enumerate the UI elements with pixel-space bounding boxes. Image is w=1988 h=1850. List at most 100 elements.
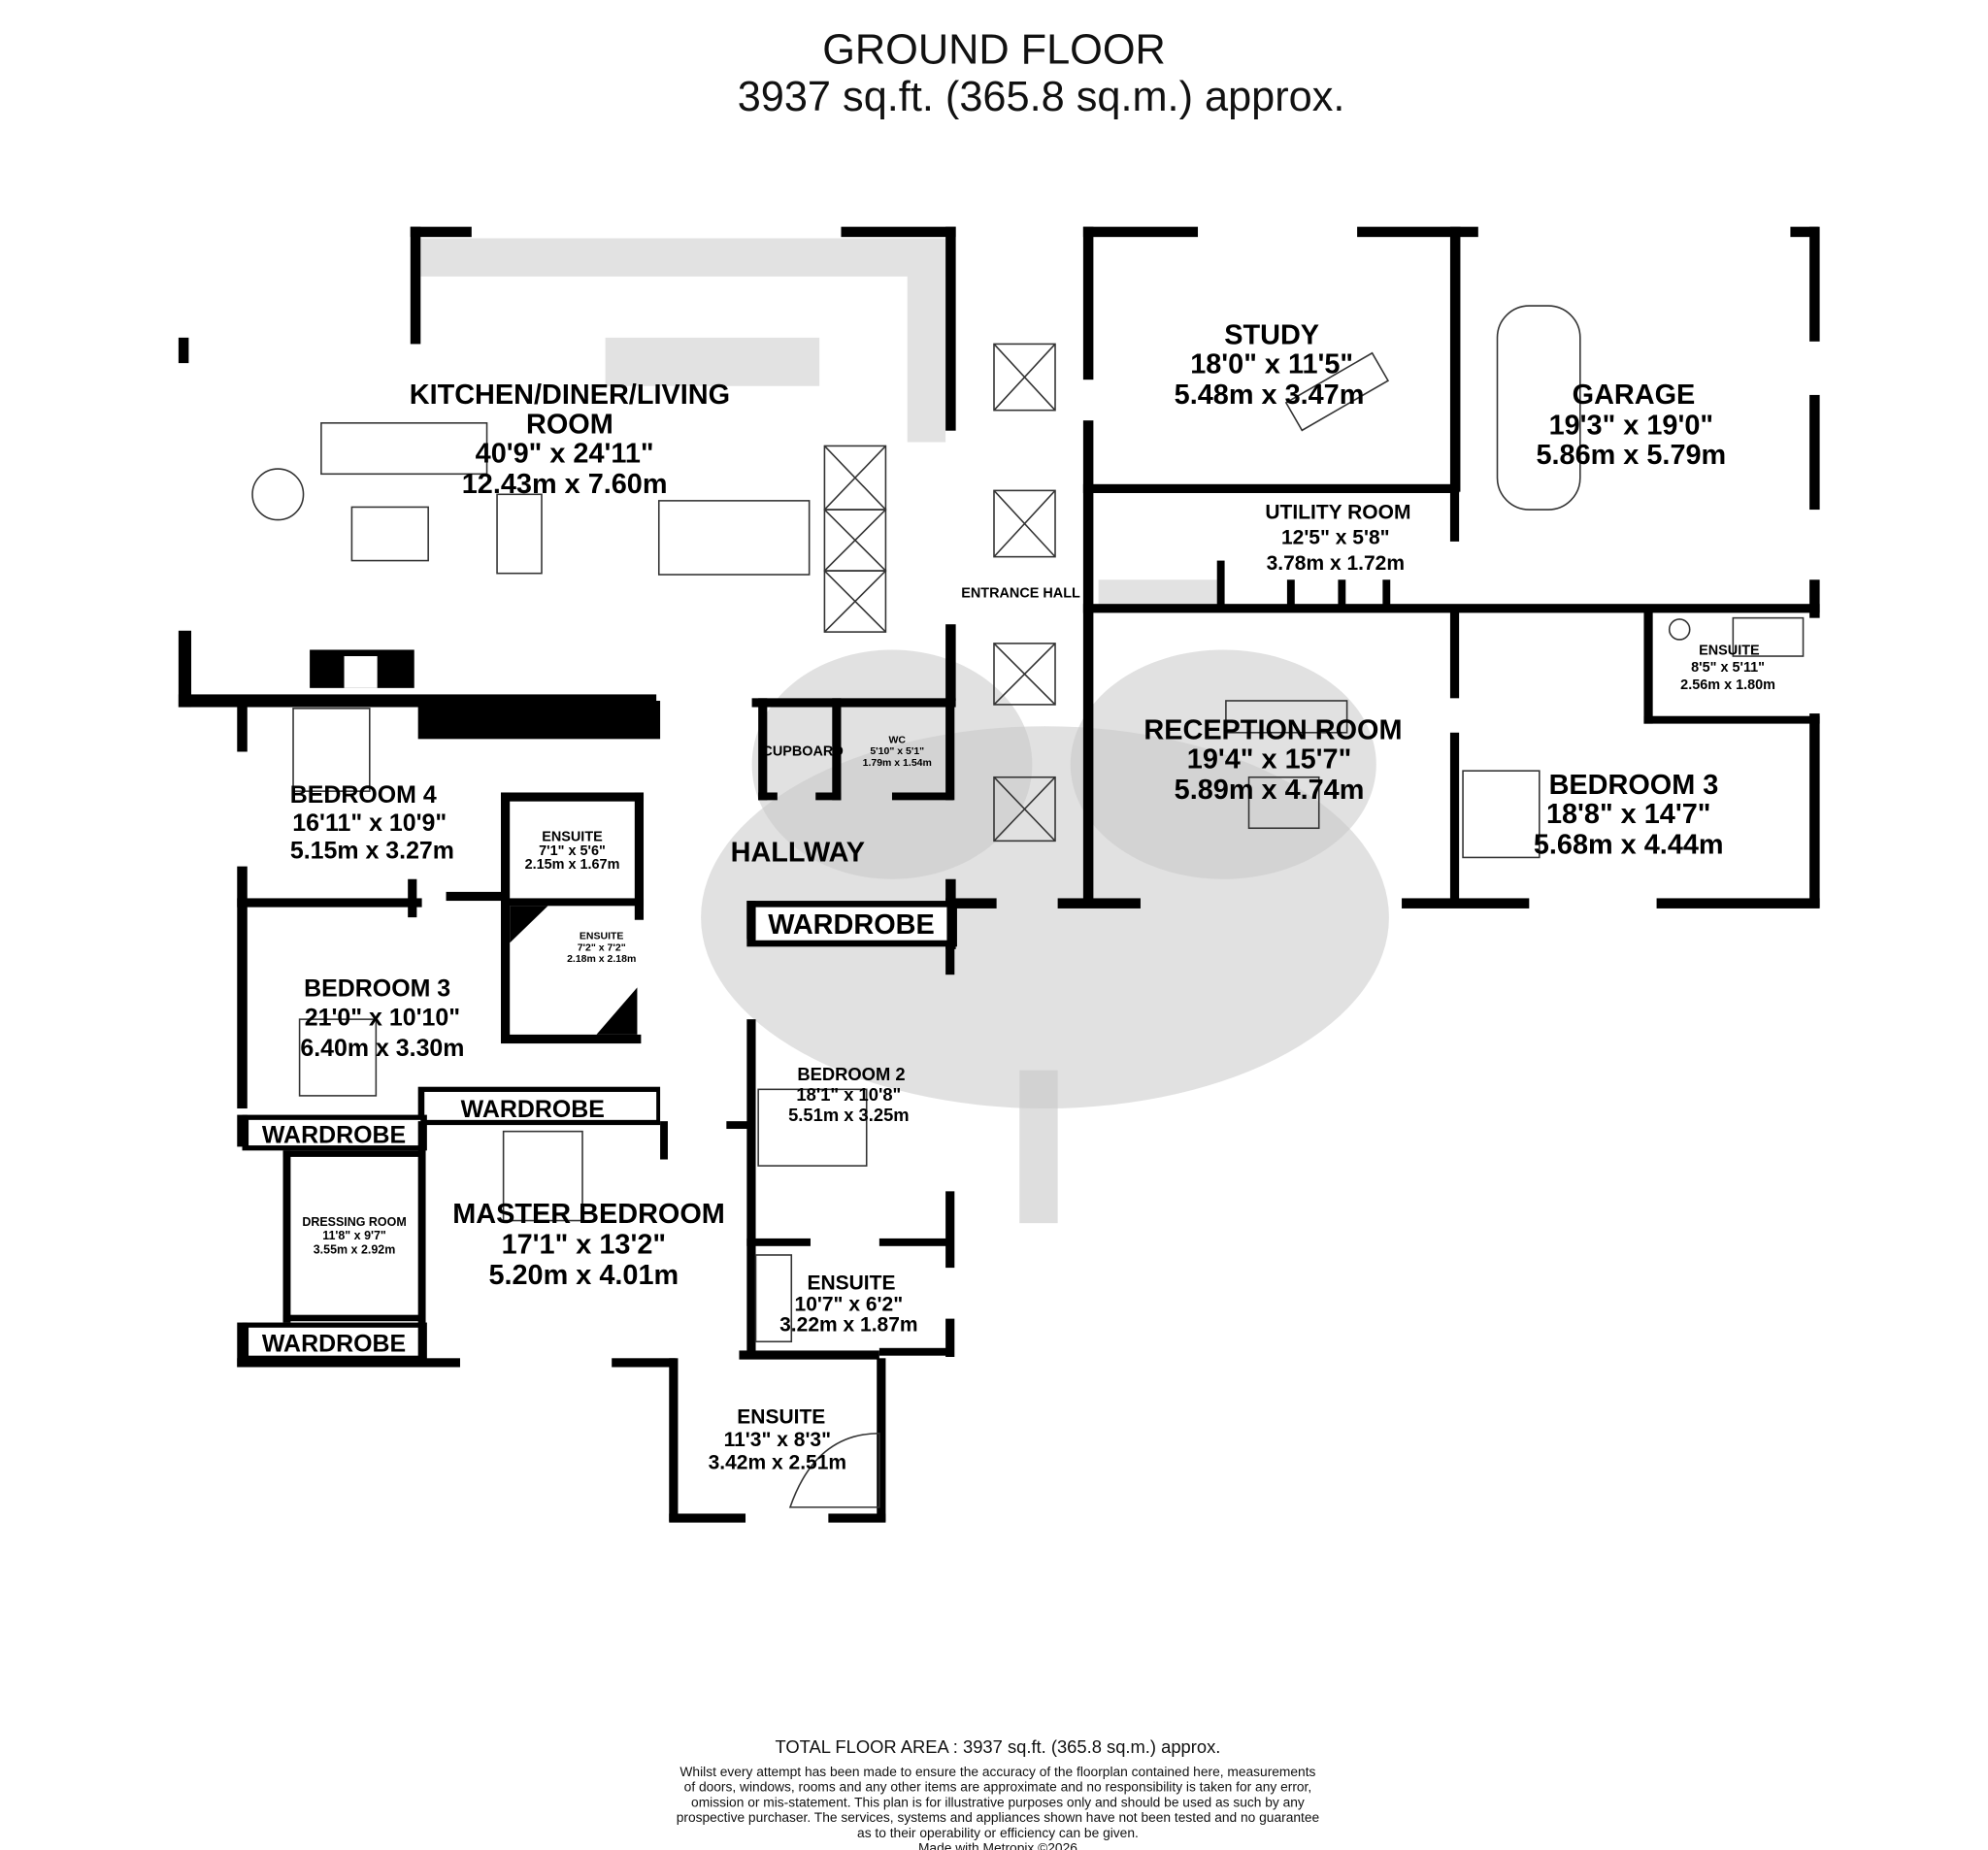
room-name: ENSUITE bbox=[807, 1272, 895, 1294]
room-size-metric: 3.22m x 1.87m bbox=[779, 1314, 917, 1337]
corner-bath-icon bbox=[788, 1432, 880, 1508]
dining-table-icon bbox=[657, 500, 811, 576]
room-study: STUDY 18'0" x 11'5" 5.48m x 3.47m bbox=[1175, 319, 1365, 411]
wardrobe-label: WARDROBE bbox=[262, 1121, 406, 1148]
room-name: WC bbox=[888, 734, 906, 745]
room-name: ROOM bbox=[526, 409, 613, 440]
room-size-metric: 1.79m x 1.54m bbox=[863, 757, 932, 769]
room-name: DRESSING ROOM bbox=[302, 1215, 406, 1229]
room-ensuite-right: ENSUITE 8'5" x 5'11" 2.56m x 1.80m bbox=[1680, 644, 1775, 693]
room-ensuite-b4: ENSUITE 7'1" x 5'6" 2.15m x 1.67m bbox=[525, 829, 620, 873]
room-size-imperial: 11'3" x 8'3" bbox=[724, 1429, 832, 1451]
room-ensuite-master: ENSUITE 11'3" x 8'3" 3.42m x 2.51m bbox=[709, 1405, 846, 1473]
room-name: KITCHEN/DINER/LIVING bbox=[410, 380, 730, 411]
room-size-imperial: 17'1" x 13'2" bbox=[502, 1230, 666, 1261]
room-dressing: DRESSING ROOM 11'8" x 9'7" 3.55m x 2.92m bbox=[302, 1215, 406, 1257]
total-floor-area: TOTAL FLOOR AREA : 3937 sq.ft. (365.8 sq… bbox=[776, 1736, 1221, 1757]
plan-title: GROUND FLOOR bbox=[822, 27, 1166, 74]
room-name: BEDROOM 3 bbox=[304, 975, 450, 1003]
room-size-metric: 2.18m x 2.18m bbox=[567, 953, 636, 965]
room-bedroom3-right: BEDROOM 3 18'8" x 14'7" 5.68m x 4.44m bbox=[1534, 770, 1724, 861]
kitchen-island bbox=[605, 337, 820, 386]
room-name: MASTER BEDROOM bbox=[452, 1199, 725, 1230]
room-entrance-hall: ENTRANCE HALL bbox=[961, 586, 1080, 602]
room-garage: GARAGE 19'3" x 19'0" 5.86m x 5.79m bbox=[1536, 380, 1726, 471]
bed-icon bbox=[502, 1130, 583, 1222]
walls bbox=[178, 226, 1820, 1523]
room-name: STUDY bbox=[1224, 319, 1319, 350]
disclaimer-line: of doors, windows, rooms and any other i… bbox=[684, 1780, 1312, 1795]
room-size-metric: 5.48m x 3.47m bbox=[1175, 380, 1365, 411]
room-name: ENSUITE bbox=[542, 829, 603, 844]
bed-icon bbox=[298, 1018, 378, 1097]
bed-icon bbox=[292, 708, 371, 792]
room-name: ENSUITE bbox=[737, 1405, 825, 1428]
sink-icon bbox=[1668, 618, 1691, 641]
room-size-imperial: 18'0" x 11'5" bbox=[1190, 349, 1353, 380]
room-size-metric: 5.15m x 3.27m bbox=[290, 838, 454, 865]
room-size-imperial: 7'2" x 7'2" bbox=[578, 942, 626, 953]
room-size-imperial: 10'7" x 6'2" bbox=[795, 1294, 904, 1316]
furniture bbox=[251, 305, 1805, 1508]
room-size-metric: 3.55m x 2.92m bbox=[314, 1243, 396, 1257]
disclaimer-line: as to their operability or efficiency ca… bbox=[857, 1826, 1139, 1840]
disclaimer-line: prospective purchaser. The services, sys… bbox=[677, 1810, 1320, 1825]
kitchen-counter bbox=[420, 238, 946, 277]
room-size-imperial: 21'0" x 10'10" bbox=[305, 1005, 460, 1032]
room-size-metric: 2.15m x 1.67m bbox=[525, 857, 620, 873]
armchair-icon bbox=[251, 468, 305, 521]
room-bedroom2: BEDROOM 2 18'1" x 10'8" 5.51m x 3.25m bbox=[788, 1064, 910, 1125]
room-size-metric: 2.56m x 1.80m bbox=[1680, 677, 1775, 693]
sofa-icon bbox=[496, 493, 543, 575]
room-size-metric: 5.86m x 5.79m bbox=[1536, 440, 1726, 471]
room-cupboard: CUPBOARD bbox=[762, 743, 843, 759]
room-name: BEDROOM 2 bbox=[797, 1064, 905, 1084]
room-name: GARAGE bbox=[1573, 380, 1696, 411]
sofa-icon bbox=[320, 422, 488, 476]
footer: TOTAL FLOOR AREA : 3937 sq.ft. (365.8 sq… bbox=[677, 1736, 1320, 1850]
room-size-imperial: 5'10" x 5'1" bbox=[870, 745, 924, 757]
room-ensuite-b3: ENSUITE 7'2" x 7'2" 2.18m x 2.18m bbox=[567, 930, 636, 965]
room-utility: UTILITY ROOM 12'5" x 5'8" 3.78m x 1.72m bbox=[1265, 501, 1410, 575]
credit: Made with Metropix ©2026 bbox=[918, 1841, 1077, 1850]
room-size-metric: 5.51m x 3.25m bbox=[788, 1105, 910, 1125]
wardrobe-label: WARDROBE bbox=[461, 1096, 605, 1123]
room-name: UTILITY ROOM bbox=[1265, 501, 1410, 523]
room-size-metric: 5.68m x 4.44m bbox=[1534, 829, 1724, 860]
room-name: BEDROOM 4 bbox=[290, 781, 437, 809]
room-size-metric: 12.43m x 7.60m bbox=[462, 469, 668, 500]
wardrobe-label: WARDROBE bbox=[461, 710, 605, 737]
plan-area: 3937 sq.ft. (365.8 sq.m.) approx. bbox=[738, 74, 1345, 120]
room-size-imperial: 18'1" x 10'8" bbox=[796, 1084, 901, 1105]
room-name: BEDROOM 3 bbox=[1549, 770, 1719, 801]
room-size-imperial: 19'3" x 19'0" bbox=[1549, 411, 1713, 442]
room-kitchen: KITCHEN/DINER/LIVING ROOM 40'9" x 24'11"… bbox=[410, 380, 730, 500]
room-size-imperial: 40'9" x 24'11" bbox=[476, 439, 654, 470]
room-ensuite-b2: ENSUITE 10'7" x 6'2" 3.22m x 1.87m bbox=[779, 1272, 917, 1336]
skylights bbox=[823, 343, 1056, 842]
room-size-imperial: 12'5" x 5'8" bbox=[1281, 527, 1390, 549]
room-size-metric: 3.78m x 1.72m bbox=[1267, 552, 1405, 575]
room-size-metric: 5.20m x 4.01m bbox=[488, 1260, 679, 1291]
disclaimer-line: Whilst every attempt has been made to en… bbox=[679, 1765, 1315, 1779]
room-size-imperial: 19'4" x 15'7" bbox=[1187, 744, 1351, 776]
disclaimer-line: omission or mis-statement. This plan is … bbox=[691, 1795, 1305, 1809]
room-bedroom4: BEDROOM 4 16'11" x 10'9" 5.15m x 3.27m bbox=[290, 781, 454, 865]
room-name: RECEPTION ROOM bbox=[1143, 714, 1402, 745]
room-size-imperial: 18'8" x 14'7" bbox=[1546, 799, 1710, 830]
room-master: MASTER BEDROOM 17'1" x 13'2" 5.20m x 4.0… bbox=[452, 1199, 725, 1291]
room-size-metric: 6.40m x 3.30m bbox=[300, 1035, 464, 1062]
room-reception: RECEPTION ROOM 19'4" x 15'7" 5.89m x 4.7… bbox=[1143, 714, 1402, 806]
car-icon bbox=[1496, 305, 1581, 511]
room-size-metric: 5.89m x 4.74m bbox=[1175, 775, 1365, 806]
bed-icon bbox=[1462, 770, 1541, 859]
room-size-metric: 3.42m x 2.51m bbox=[709, 1452, 846, 1474]
kitchen-counter-side bbox=[907, 238, 946, 443]
room-size-imperial: 11'8" x 9'7" bbox=[322, 1229, 386, 1242]
bed-icon bbox=[757, 1088, 868, 1167]
room-size-imperial: 16'11" x 10'9" bbox=[292, 809, 447, 837]
shower-icon bbox=[1732, 616, 1805, 657]
utility-counter bbox=[1098, 579, 1219, 609]
sofa-icon bbox=[1225, 700, 1348, 734]
desk-icon bbox=[1284, 351, 1390, 432]
